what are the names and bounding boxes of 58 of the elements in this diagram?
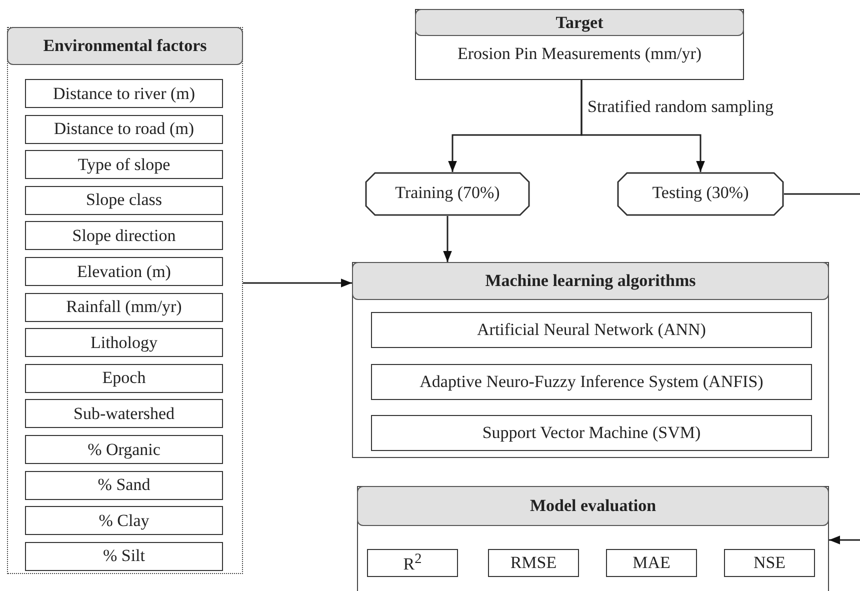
process-box [25,221,223,250]
box-label: Epoch [102,368,146,388]
process-box [25,292,223,322]
box-label: RMSE [510,553,557,573]
connector-arrow [580,80,705,172]
box-label: Artificial Neural Network (ANN) [477,320,706,340]
box-label: Erosion Pin Measurements (mm/yr) [456,44,703,64]
box-label: Rainfall (mm/yr) [66,297,182,318]
process-box [25,186,223,215]
process-box [724,549,815,577]
process-box [371,364,812,400]
box-label: Slope direction [72,226,176,246]
process-box [606,549,697,577]
connector-arrow [443,216,452,262]
box-label: Lithology [90,332,158,353]
process-box [25,399,223,428]
section-header: Target [415,9,744,36]
section-header: Environmental factors [7,27,243,65]
process-box [371,415,812,451]
box-label: Elevation (m) [77,262,171,282]
group-panel [7,27,243,574]
edge-label: Stratified random sampling [588,97,774,117]
box-label: Support Vector Machine (SVM) [482,423,701,443]
box-label: NSE [753,553,786,573]
box-label: Type of slope [78,154,170,175]
connector-arrow [829,536,860,544]
box-label: Distance to river (m) [52,84,196,104]
process-box [25,435,223,464]
box-label: R$^{2}$ [403,551,422,575]
section-header: Model evaluation [357,486,829,526]
box-label: % Organic [88,440,160,460]
process-box [25,114,223,144]
section-header: Machine learning algorithms [352,262,829,300]
box-label: % Silt [102,546,146,566]
process-box [25,364,223,393]
box-label: % Clay [98,510,150,531]
process-box [25,150,223,180]
process-box [25,542,223,571]
target-box [415,9,744,80]
connector-arrow [243,278,352,288]
process-box [25,506,223,536]
box-label: MAE [632,553,670,573]
box-label: % Sand [98,475,150,496]
box-label: Distance to road (m) [54,119,194,140]
group-panel [352,262,829,458]
process-box [371,312,812,348]
process-box [367,549,458,577]
box-label: Sub-watershed [73,404,175,424]
process-box [25,257,223,286]
process-box [25,328,223,358]
box-label: Slope class [86,190,162,210]
process-box [25,470,223,500]
box-label: Testing (30%) [651,183,750,203]
box-label: Adaptive Neuro-Fuzzy Inference System (ANFIS) [420,372,764,392]
process-box [25,79,223,108]
group-panel [357,486,829,591]
process-box [488,549,579,577]
box-label: Training (70%) [394,183,501,203]
